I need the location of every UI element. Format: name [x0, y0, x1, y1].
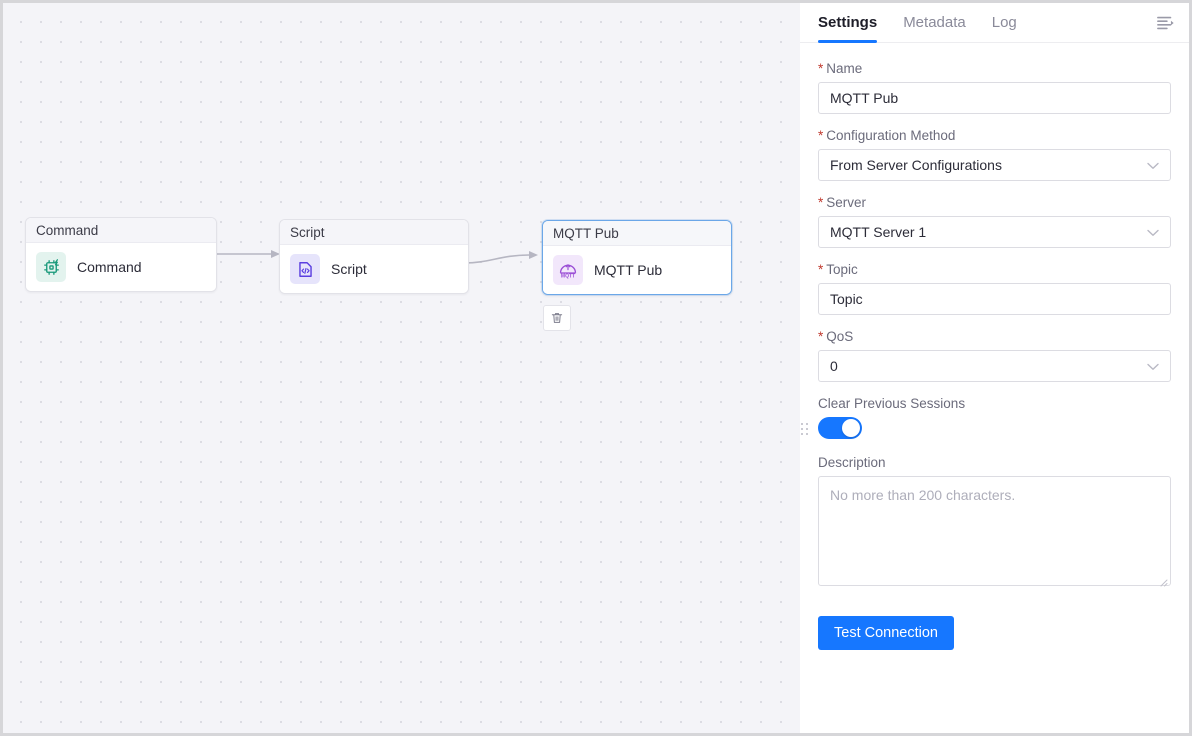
- node-body: MQTT MQTT Pub: [543, 246, 731, 294]
- qos-select[interactable]: 0: [818, 350, 1171, 382]
- collapse-panel-icon[interactable]: [1155, 12, 1177, 34]
- label-text: Server: [826, 195, 867, 210]
- trash-icon: [551, 313, 563, 323]
- svg-text:MQTT: MQTT: [561, 273, 576, 279]
- label-text: Description: [818, 455, 886, 470]
- required-marker: *: [818, 328, 824, 344]
- label-text: Clear Previous Sessions: [818, 396, 966, 411]
- node-body: Script: [280, 245, 468, 293]
- field-label-qos: * QoS: [818, 329, 1171, 344]
- resize-grip-icon[interactable]: [1158, 573, 1168, 587]
- select-value: MQTT Server 1: [830, 224, 927, 240]
- select-value: From Server Configurations: [830, 157, 1002, 173]
- field-configuration-method: * Configuration Method From Server Confi…: [818, 128, 1171, 181]
- delete-node-button[interactable]: [543, 305, 571, 331]
- field-label-description: Description: [818, 455, 1171, 470]
- canvas-dot-grid: [3, 3, 800, 733]
- configuration-method-select[interactable]: From Server Configurations: [818, 149, 1171, 181]
- field-label-server: * Server: [818, 195, 1171, 210]
- name-input[interactable]: MQTT Pub: [818, 82, 1171, 114]
- select-value: 0: [830, 358, 838, 374]
- label-text: Name: [826, 61, 863, 76]
- node-label: Script: [331, 261, 367, 277]
- field-name: * Name MQTT Pub: [818, 61, 1171, 114]
- flow-node-command[interactable]: Command Command: [25, 217, 217, 292]
- field-topic: * Topic Topic: [818, 262, 1171, 315]
- tab-label: Log: [991, 14, 1017, 31]
- code-file-icon: [290, 254, 320, 284]
- tab-settings[interactable]: Settings: [818, 3, 878, 43]
- mqtt-logo-icon: MQTT: [553, 255, 583, 285]
- required-marker: *: [818, 261, 824, 277]
- panel-tabs: Settings Metadata Log: [800, 3, 1189, 43]
- field-clear-previous-sessions: Clear Previous Sessions: [818, 396, 1171, 439]
- label-text: QoS: [826, 329, 854, 344]
- required-marker: *: [818, 60, 824, 76]
- chevron-down-icon: [1147, 358, 1159, 374]
- chevron-down-icon: [1147, 157, 1159, 173]
- node-header-title: Script: [280, 220, 468, 245]
- clear-previous-sessions-toggle[interactable]: [818, 417, 862, 439]
- required-marker: *: [818, 127, 824, 143]
- field-label-name: * Name: [818, 61, 1171, 76]
- topic-input[interactable]: Topic: [818, 283, 1171, 315]
- chevron-down-icon: [1147, 224, 1159, 240]
- node-label: Command: [77, 259, 142, 275]
- field-label-configuration-method: * Configuration Method: [818, 128, 1171, 143]
- node-header-title: Command: [26, 218, 216, 243]
- settings-form: * Name MQTT Pub * Configuration Method F…: [800, 43, 1189, 733]
- tab-log[interactable]: Log: [992, 3, 1017, 43]
- field-server: * Server MQTT Server 1: [818, 195, 1171, 248]
- flow-node-mqtt-pub[interactable]: MQTT Pub MQTT MQTT Pub: [542, 220, 732, 295]
- tab-label: Settings: [818, 14, 878, 31]
- textarea-placeholder: No more than 200 characters.: [830, 487, 1016, 503]
- field-description: Description No more than 200 characters.: [818, 455, 1171, 587]
- node-body: Command: [26, 243, 216, 291]
- node-header-title: MQTT Pub: [543, 221, 731, 246]
- test-connection-button[interactable]: Test Connection: [818, 616, 954, 650]
- label-text: Topic: [826, 262, 858, 277]
- flow-canvas[interactable]: Command Command Script: [0, 0, 800, 736]
- input-value: Topic: [830, 291, 863, 307]
- panel-resize-handle[interactable]: [801, 423, 809, 437]
- node-label: MQTT Pub: [594, 262, 663, 278]
- cpu-chip-icon: [36, 252, 66, 282]
- required-marker: *: [818, 194, 824, 210]
- tab-label: Metadata: [903, 14, 966, 31]
- field-label-topic: * Topic: [818, 262, 1171, 277]
- field-label-clear-previous-sessions: Clear Previous Sessions: [818, 396, 1171, 411]
- tab-metadata[interactable]: Metadata: [903, 3, 966, 43]
- input-value: MQTT Pub: [830, 90, 899, 106]
- field-qos: * QoS 0: [818, 329, 1171, 382]
- flow-node-script[interactable]: Script Script: [279, 219, 469, 294]
- label-text: Configuration Method: [826, 128, 956, 143]
- description-textarea[interactable]: No more than 200 characters.: [818, 476, 1171, 587]
- toggle-knob: [842, 419, 860, 437]
- server-select[interactable]: MQTT Server 1: [818, 216, 1171, 248]
- settings-panel: Settings Metadata Log * Name: [800, 0, 1192, 736]
